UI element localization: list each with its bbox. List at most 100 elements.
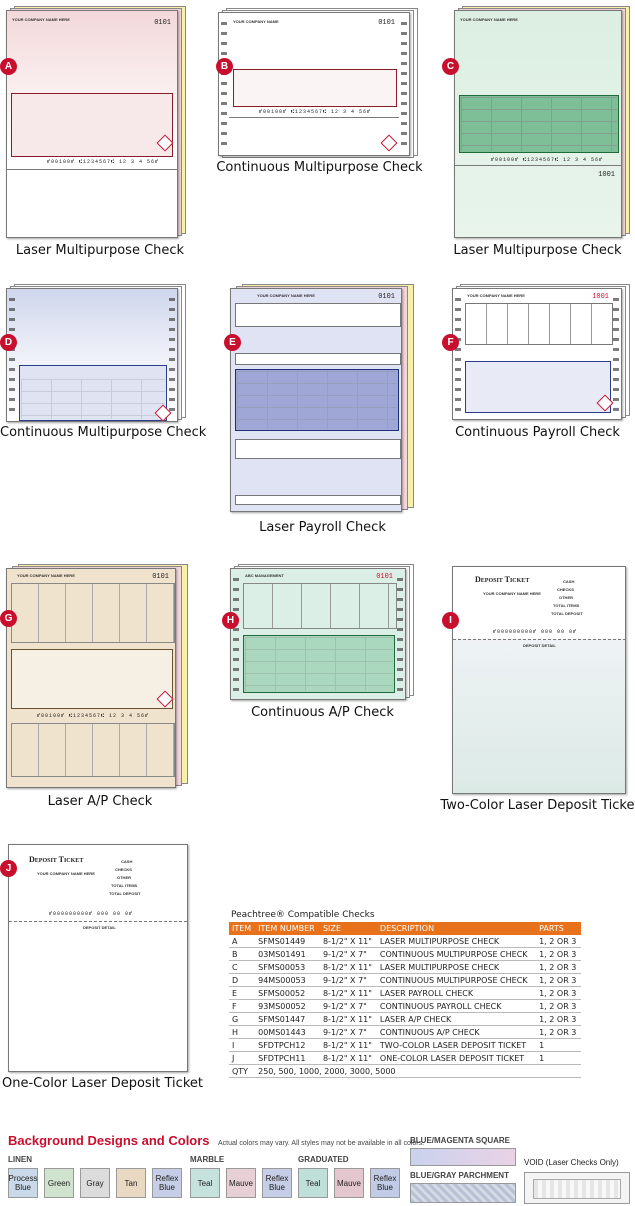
form-stack: YOUR COMPANY NAME HERE 0101	[230, 284, 420, 512]
table-cell: LASER A/P CHECK	[376, 1012, 537, 1026]
table-cell: 1, 2 OR 3	[536, 935, 581, 948]
table-cell: C	[229, 960, 256, 974]
product-i: Deposit Ticket YOUR COMPANY NAME HERE CA…	[440, 560, 635, 815]
micr-line: ⑈00100⑈ ⑆1234567⑆ 12 3 4 56⑈	[491, 157, 604, 163]
column-header: ITEM NUMBER	[255, 922, 320, 935]
caption: Laser Multipurpose Check	[453, 243, 622, 258]
table-cell: 1, 2 OR 3	[536, 986, 581, 1000]
swatch-linen: Gray	[80, 1168, 110, 1198]
caption: Laser A/P Check	[47, 794, 153, 809]
form-front: YOUR COMPANY NAME HERE 1001 ⑈00100⑈ ⑆123…	[454, 10, 622, 238]
table-cell: 9-1/2" X 7"	[319, 947, 377, 961]
table-cell: 8-1/2" X 11"	[319, 986, 377, 1000]
caption: One-Color Laser Deposit Ticket	[2, 1076, 203, 1091]
check-area	[233, 69, 397, 107]
perforation	[453, 639, 625, 640]
table-cell: 8-1/2" X 11"	[319, 1012, 377, 1026]
form-front: YOUR COMPANY NAME HERE 0101 ⑈00100⑈ ⑆123…	[6, 568, 176, 788]
table-cell: H	[229, 1025, 256, 1039]
tractor-holes-left	[233, 573, 239, 695]
marble-label: MARBLE	[190, 1155, 225, 1164]
check-area	[11, 93, 173, 157]
table-cell: 9-1/2" X 7"	[319, 1025, 377, 1039]
caption: Continuous Multipurpose Check	[216, 160, 423, 175]
label-checks: CHECKS	[115, 867, 132, 872]
table-cell: ONE-COLOR LASER DEPOSIT TICKET	[376, 1051, 537, 1065]
table-cell: SFDTPCH12	[255, 1038, 320, 1052]
tractor-holes-right	[401, 17, 407, 151]
badge-i: I	[442, 612, 459, 629]
check-number: 0101	[378, 19, 395, 27]
product-j: Deposit Ticket YOUR COMPANY NAME HERE CA…	[0, 838, 203, 1093]
table-cell: 8-1/2" X 11"	[319, 960, 377, 974]
label-total-deposit: TOTAL DEPOSIT	[109, 891, 141, 896]
table-cell: 8-1/2" X 11"	[319, 1038, 377, 1052]
table-cell: 1, 2 OR 3	[536, 1025, 581, 1039]
caption: Continuous Payroll Check	[455, 425, 620, 440]
company-name: YOUR COMPANY NAME HERE	[12, 17, 70, 22]
check-number: 0101	[378, 293, 395, 301]
table-cell: 1	[536, 1038, 581, 1052]
company-name: YOUR COMPANY NAME	[233, 19, 279, 24]
company-name: ABC MANAGEMENT	[245, 573, 284, 578]
micr-line: ⑈00100⑈ ⑆1234567⑆ 12 3 4 56⑈	[259, 109, 372, 115]
perforation	[9, 921, 187, 922]
check-number: 0101	[154, 19, 171, 27]
badge-g: G	[0, 610, 17, 627]
swatch-marble: Teal	[190, 1168, 220, 1198]
table-cell: 1, 2 OR 3	[536, 999, 581, 1013]
micr-line: ⑈00100⑈ ⑆1234567⑆ 12 3 4 56⑈	[47, 159, 160, 165]
stub-table-4	[235, 495, 401, 505]
perforation	[229, 117, 399, 118]
void-label: VOID (Laser Checks Only)	[524, 1158, 619, 1167]
form-stack: ABC MANAGEMENT 0101	[230, 564, 420, 700]
column-header: SIZE	[319, 922, 377, 935]
label-other: OTHER	[117, 875, 131, 880]
product-b: YOUR COMPANY NAME 0101 ⑈00100⑈ ⑆1234567⑆…	[212, 0, 427, 180]
table-cell: CONTINUOUS A/P CHECK	[376, 1025, 537, 1039]
check-area	[465, 361, 611, 413]
swatch-graduated: Teal	[298, 1168, 328, 1198]
table-cell: 1, 2 OR 3	[536, 947, 581, 961]
label-other: OTHER	[559, 595, 573, 600]
backgrounds-title: Background Designs and Colors Actual col…	[8, 1132, 424, 1150]
stub-table-2	[11, 723, 175, 777]
swatch-marble: Mauve	[226, 1168, 256, 1198]
table-cell: 8-1/2" X 11"	[319, 1051, 377, 1065]
label-cash: CASH	[121, 859, 133, 864]
table-cell: SFDTPCH11	[255, 1051, 320, 1065]
deposit-detail: DEPOSIT DETAIL	[523, 643, 556, 648]
blue-gray-swatch	[410, 1183, 516, 1203]
form-stack: YOUR COMPANY NAME HERE 0101 ⑈00100⑈ ⑆123…	[6, 564, 192, 788]
check-number: 1001	[592, 293, 609, 301]
tractor-holes-right	[169, 293, 175, 417]
security-icon	[380, 134, 398, 152]
tractor-holes-left	[9, 293, 15, 417]
deposit-detail: DEPOSIT DETAIL	[83, 925, 116, 930]
table-cell: LASER PAYROLL CHECK	[376, 986, 537, 1000]
column-header: ITEM	[229, 922, 256, 935]
column-header: PARTS	[536, 922, 581, 935]
table-cell: A	[229, 935, 256, 948]
badge-e: E	[224, 334, 241, 351]
company-name: YOUR COMPANY NAME HERE	[467, 293, 525, 298]
void-swatch	[524, 1172, 630, 1204]
deposit-ticket-front: Deposit Ticket YOUR COMPANY NAME HERE CA…	[8, 844, 188, 1072]
form-stack: YOUR COMPANY NAME HERE 0101 ⑈00100⑈ ⑆123…	[6, 6, 190, 238]
tractor-holes-left	[455, 293, 461, 415]
company-name: YOUR COMPANY NAME HERE	[483, 591, 541, 596]
product-e: YOUR COMPANY NAME HERE 0101 E Laser Payr…	[220, 282, 425, 537]
form-front: ABC MANAGEMENT 0101	[230, 568, 406, 700]
check-area	[235, 369, 399, 431]
form-stack: YOUR COMPANY NAME 0101 ⑈00100⑈ ⑆1234567⑆…	[218, 8, 422, 158]
table-cell: J	[229, 1051, 256, 1065]
micr-line: ⑈000000000⑈ 000 00 0⑈	[49, 911, 134, 917]
tractor-holes-right	[613, 293, 619, 415]
form-stack: YOUR COMPANY NAME HERE 1001	[6, 284, 192, 422]
badge-b: B	[216, 58, 233, 75]
table-cell: 9-1/2" X 7"	[319, 973, 377, 987]
swatch-marble: Reflex Blue	[262, 1168, 292, 1198]
table-cell: F	[229, 999, 256, 1013]
